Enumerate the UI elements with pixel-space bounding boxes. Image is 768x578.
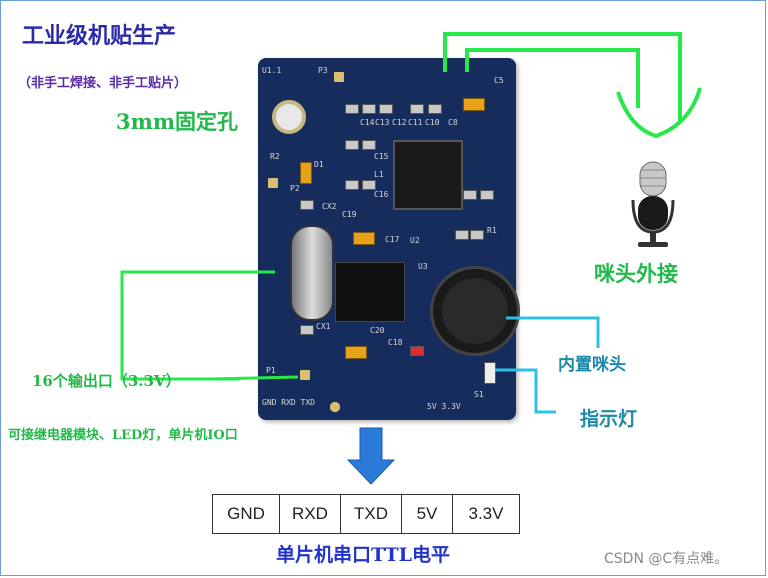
green-arrow-head — [616, 87, 702, 139]
serial-label: 单片机串口TTL电平 — [276, 544, 450, 566]
pcb-label: C5 — [494, 76, 504, 85]
header-pin — [268, 178, 278, 188]
smd-resistor — [345, 140, 359, 150]
outputs-label: 16个输出口（3.3V） — [32, 372, 181, 390]
down-arrow-icon — [346, 427, 396, 485]
header-pin — [300, 370, 310, 380]
smd-resistor — [470, 230, 484, 240]
pcb-label: GND RXD TXD — [262, 398, 315, 407]
pcb-label: U2 — [410, 236, 420, 245]
green-output-line — [120, 270, 275, 381]
watermark: CSDN @C有点难。 — [604, 551, 729, 567]
page-title: 工业级机贴生产 — [22, 23, 177, 49]
pcb-label: P3 — [318, 66, 328, 75]
pcb-label: CX1 — [316, 322, 331, 331]
pcb-label: U1.1 — [262, 66, 282, 75]
pcb-label: C13 — [375, 118, 390, 127]
indicator-label: 指示灯 — [580, 408, 638, 430]
pcb-label: CX2 — [322, 202, 337, 211]
smd-resistor — [362, 104, 376, 114]
smd-resistor — [379, 104, 393, 114]
smd-resistor — [300, 325, 314, 335]
ttl-pin-rxd: RXD — [279, 494, 341, 534]
smd-led — [484, 362, 496, 384]
header-pin — [334, 72, 344, 82]
pcb-label: C14 — [360, 118, 375, 127]
pcb-label: L1 — [374, 170, 384, 179]
pcb-label: C10 — [425, 118, 440, 127]
pcb-label: D1 — [314, 160, 324, 169]
pcb-label: P1 — [266, 366, 276, 375]
table-row: GND RXD TXD 5V 3.3V — [212, 494, 520, 534]
voltage-regulator — [335, 262, 405, 322]
indicator-led — [410, 346, 424, 356]
pcb-label: C11 — [408, 118, 423, 127]
outputs-note-label: 可接继电器模块、LED灯，单片机IO口 — [8, 428, 238, 443]
crystal-oscillator — [290, 225, 334, 321]
mount-hole-label: 3mm固定孔 — [116, 109, 239, 134]
smd-capacitor — [353, 232, 375, 245]
smd-resistor — [428, 104, 442, 114]
smd-resistor — [362, 140, 376, 150]
pcb-label: R1 — [487, 226, 497, 235]
smd-capacitor — [345, 346, 367, 359]
smd-resistor — [463, 190, 477, 200]
ttl-pin-gnd: GND — [212, 494, 280, 534]
smd-capacitor — [463, 98, 485, 111]
mount-hole — [272, 100, 306, 134]
smd-resistor — [455, 230, 469, 240]
pcb-label: U3 — [418, 262, 428, 271]
smd-capacitor — [300, 162, 312, 184]
blue-mic-line — [506, 316, 600, 348]
pcb-label: S1 — [474, 390, 484, 399]
pcb-label: C18 — [388, 338, 403, 347]
pcb-label: C12 — [392, 118, 407, 127]
smd-resistor — [345, 104, 359, 114]
builtin-mic-label: 内置咪头 — [558, 355, 626, 375]
blue-led-line — [495, 368, 556, 414]
ttl-pin-table: GND RXD TXD 5V 3.3V — [212, 494, 520, 534]
green-connector-line — [443, 32, 682, 122]
ttl-pin-5v: 5V — [401, 494, 453, 534]
pcb-label: C19 — [342, 210, 357, 219]
pcb-label: C20 — [370, 326, 385, 335]
page-subtitle: （非手工焊接、非手工贴片） — [18, 76, 188, 91]
pcb-label: C8 — [448, 118, 458, 127]
serial-pin — [330, 402, 340, 412]
pcb-label: C17 — [385, 235, 400, 244]
external-mic-label: 咪头外接 — [594, 261, 678, 286]
smd-resistor — [410, 104, 424, 114]
pcb-label: R2 — [270, 152, 280, 161]
ttl-pin-3v3: 3.3V — [452, 494, 520, 534]
pcb-label: C16 — [374, 190, 389, 199]
smd-resistor — [300, 200, 314, 210]
ttl-pin-txd: TXD — [340, 494, 402, 534]
pcb-label: P2 — [290, 184, 300, 193]
green-connector-line — [465, 48, 640, 108]
pcb-label: C15 — [374, 152, 389, 161]
pcb-label: 5V 3.3V — [427, 402, 461, 411]
smd-resistor — [362, 180, 376, 190]
external-microphone-icon — [631, 161, 675, 247]
smd-resistor — [345, 180, 359, 190]
builtin-microphone — [430, 266, 520, 356]
smd-resistor — [480, 190, 494, 200]
mcu-chip — [393, 140, 463, 210]
